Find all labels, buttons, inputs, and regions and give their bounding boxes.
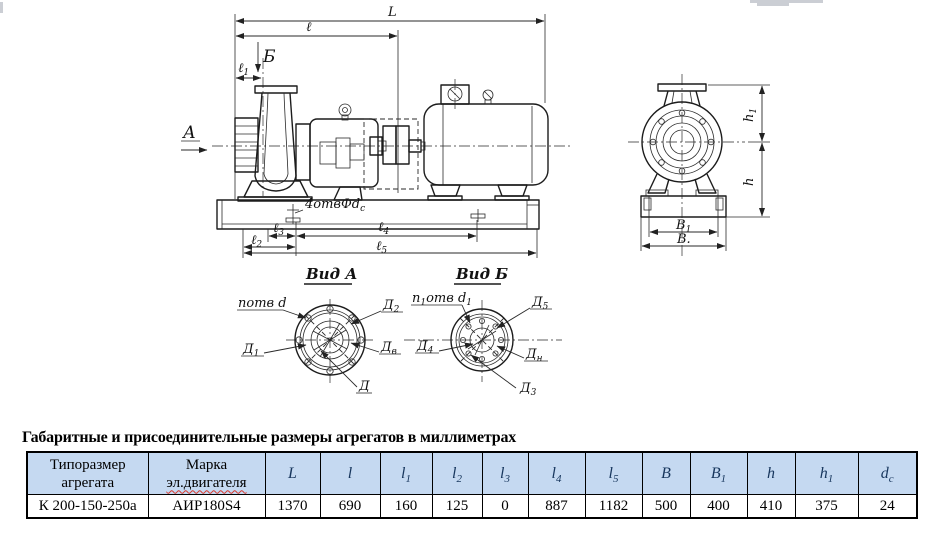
pump-inlet <box>234 117 259 173</box>
flange-a-d2-label: Д2 <box>382 298 400 315</box>
dim-label-L: L <box>387 5 397 20</box>
flange-b-dn-label: Дн <box>525 347 543 364</box>
front-flange-bolts <box>649 109 715 175</box>
col-header-l: l <box>319 451 381 495</box>
dim-label-l5: ℓ5 <box>376 239 387 256</box>
dim-label-h1: h1 <box>742 108 759 122</box>
flange-b-d5-label: Д5 <box>531 295 549 312</box>
cell-dc: 24 <box>857 494 918 519</box>
dim-label-l2: ℓ2 <box>251 233 262 250</box>
cell-h: 410 <box>746 494 796 519</box>
flange-a-dv-label: Дв <box>380 340 397 357</box>
view-b-title: Вид Б <box>455 265 508 283</box>
view-a-direction-label: А <box>182 123 196 143</box>
flange-view-b: Вид Б n1отв d1 Д5 <box>404 265 562 398</box>
flange-a-d1-label: Д1 <box>242 342 259 359</box>
table-row: К 200-150-250а АИР180S4 1370 690 160 125… <box>26 494 918 519</box>
col-header-B: B <box>641 451 691 495</box>
col-header-dc: dc <box>857 451 918 495</box>
cell-B: 500 <box>641 494 691 519</box>
dim-label-l3: ℓ3 <box>273 221 284 238</box>
col-header-h1: h1 <box>794 451 859 495</box>
cell-L: 1370 <box>264 494 321 519</box>
cell-h1: 375 <box>794 494 859 519</box>
pump-assembly-drawing: L ℓ ℓ1 Б А <box>181 5 770 398</box>
scan-artifact-bar <box>0 2 3 13</box>
col-header-l3: l3 <box>481 451 529 495</box>
view-b-spokes <box>467 324 497 356</box>
bottom-dimensions <box>242 220 538 258</box>
col-header-l4: l4 <box>527 451 586 495</box>
dim-label-B1: В1 <box>675 218 691 235</box>
view-b-direction-label: Б <box>262 47 276 67</box>
cell-l2: 125 <box>431 494 483 519</box>
base-frame <box>216 199 540 230</box>
flange-a-holes-label: nотв d <box>238 296 287 311</box>
holes-note-label: 4отвФdc <box>304 197 365 214</box>
col-header-l5: l5 <box>584 451 643 495</box>
coupling <box>363 118 426 190</box>
electric-motor <box>423 79 549 201</box>
dim-label-l4: ℓ4 <box>378 220 389 237</box>
col-header-l1: l1 <box>379 451 433 495</box>
cell-B1: 400 <box>689 494 748 519</box>
cell-l4: 887 <box>527 494 586 519</box>
col-header-B1: B1 <box>689 451 748 495</box>
flange-b-d3-label: Д3 <box>519 381 537 398</box>
dim-label-B: В. <box>676 232 691 247</box>
cell-l3: 0 <box>481 494 529 519</box>
cell-l1: 160 <box>379 494 433 519</box>
cell-marka: АИР180S4 <box>147 494 266 519</box>
cell-l5: 1182 <box>584 494 643 519</box>
scan-artifact-bar <box>757 0 789 6</box>
col-header-L: L <box>264 451 321 495</box>
flange-b-holes-label: n1отв d1 <box>412 291 472 308</box>
pump-casing <box>237 85 313 202</box>
flange-b-d4-label: Д4 <box>416 339 434 356</box>
front-view: h1 h В1 В. <box>628 74 770 258</box>
cell-l: 690 <box>319 494 381 519</box>
cell-typorazmer: К 200-150-250а <box>26 494 149 519</box>
bearing-bracket <box>295 103 379 201</box>
flange-a-d-label: Д <box>358 379 370 394</box>
col-header-l2: l2 <box>431 451 483 495</box>
view-a-title: Вид А <box>305 265 357 283</box>
dim-label-h: h <box>742 178 757 186</box>
flange-view-a: Вид А nотв d <box>237 265 403 394</box>
dim-label-l1: ℓ1 <box>238 61 249 78</box>
dim-label-l: ℓ <box>306 20 312 35</box>
table-title: Габаритные и присоединительные размеры а… <box>22 429 517 446</box>
side-view: L ℓ ℓ1 Б А <box>181 5 572 258</box>
view-b-bolts <box>459 317 504 362</box>
col-header-h: h <box>746 451 796 495</box>
